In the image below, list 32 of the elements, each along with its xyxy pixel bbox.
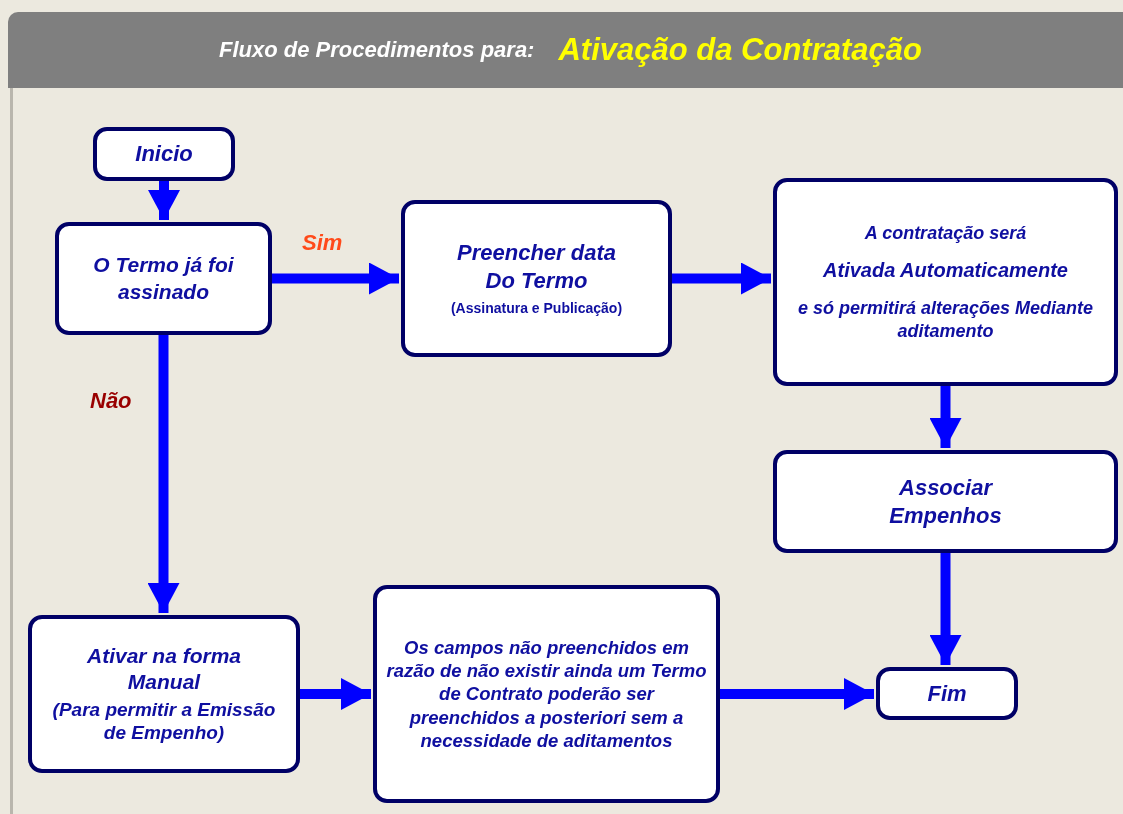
box-text: Os campos não preenchidos em razão de não existir ainda um Termo de Contrato poderão ser preenchidos a posteriori sem a necessidade de aditamentos <box>385 636 708 752</box>
box-text: e só permitirá alterações Mediante aditamento <box>797 297 1094 343</box>
process-box <box>93 127 235 181</box>
process-box <box>773 450 1118 553</box>
box-text: O Termo já foi assinado <box>92 252 235 305</box>
arrow <box>929 386 962 448</box>
note-text: (Para permitir a Emissão de Empenho) <box>51 697 277 745</box>
edge-label: Não <box>90 388 132 414</box>
box-text: A contratação será <box>864 221 1027 245</box>
arrow <box>720 678 874 710</box>
subtitle: Ativação da Contratação <box>558 32 922 68</box>
box-text: Ativada Automaticamente <box>823 258 1068 284</box>
box-text: Ativar na forma Manual <box>85 643 242 696</box>
box-text: Inicio <box>135 140 193 168</box>
arrow <box>272 262 399 295</box>
arrow <box>148 181 180 220</box>
process-box <box>773 178 1118 386</box>
process-box <box>401 200 672 357</box>
arrow <box>147 335 180 613</box>
box-text: Preencher data Do Termo <box>456 239 617 295</box>
box-text: Fim <box>927 679 967 708</box>
box-text: Associar Empenhos <box>888 474 1003 529</box>
arrow <box>672 262 771 295</box>
note-text: (Assinatura e Publicação) <box>450 300 623 318</box>
process-box <box>55 222 272 335</box>
process-box <box>373 585 720 803</box>
process-box <box>28 615 300 773</box>
title: Fluxo de Procedimentos para: <box>219 37 535 63</box>
arrow <box>300 678 371 710</box>
arrow <box>929 553 962 665</box>
edge-label: Sim <box>302 230 343 256</box>
process-box <box>876 667 1018 720</box>
